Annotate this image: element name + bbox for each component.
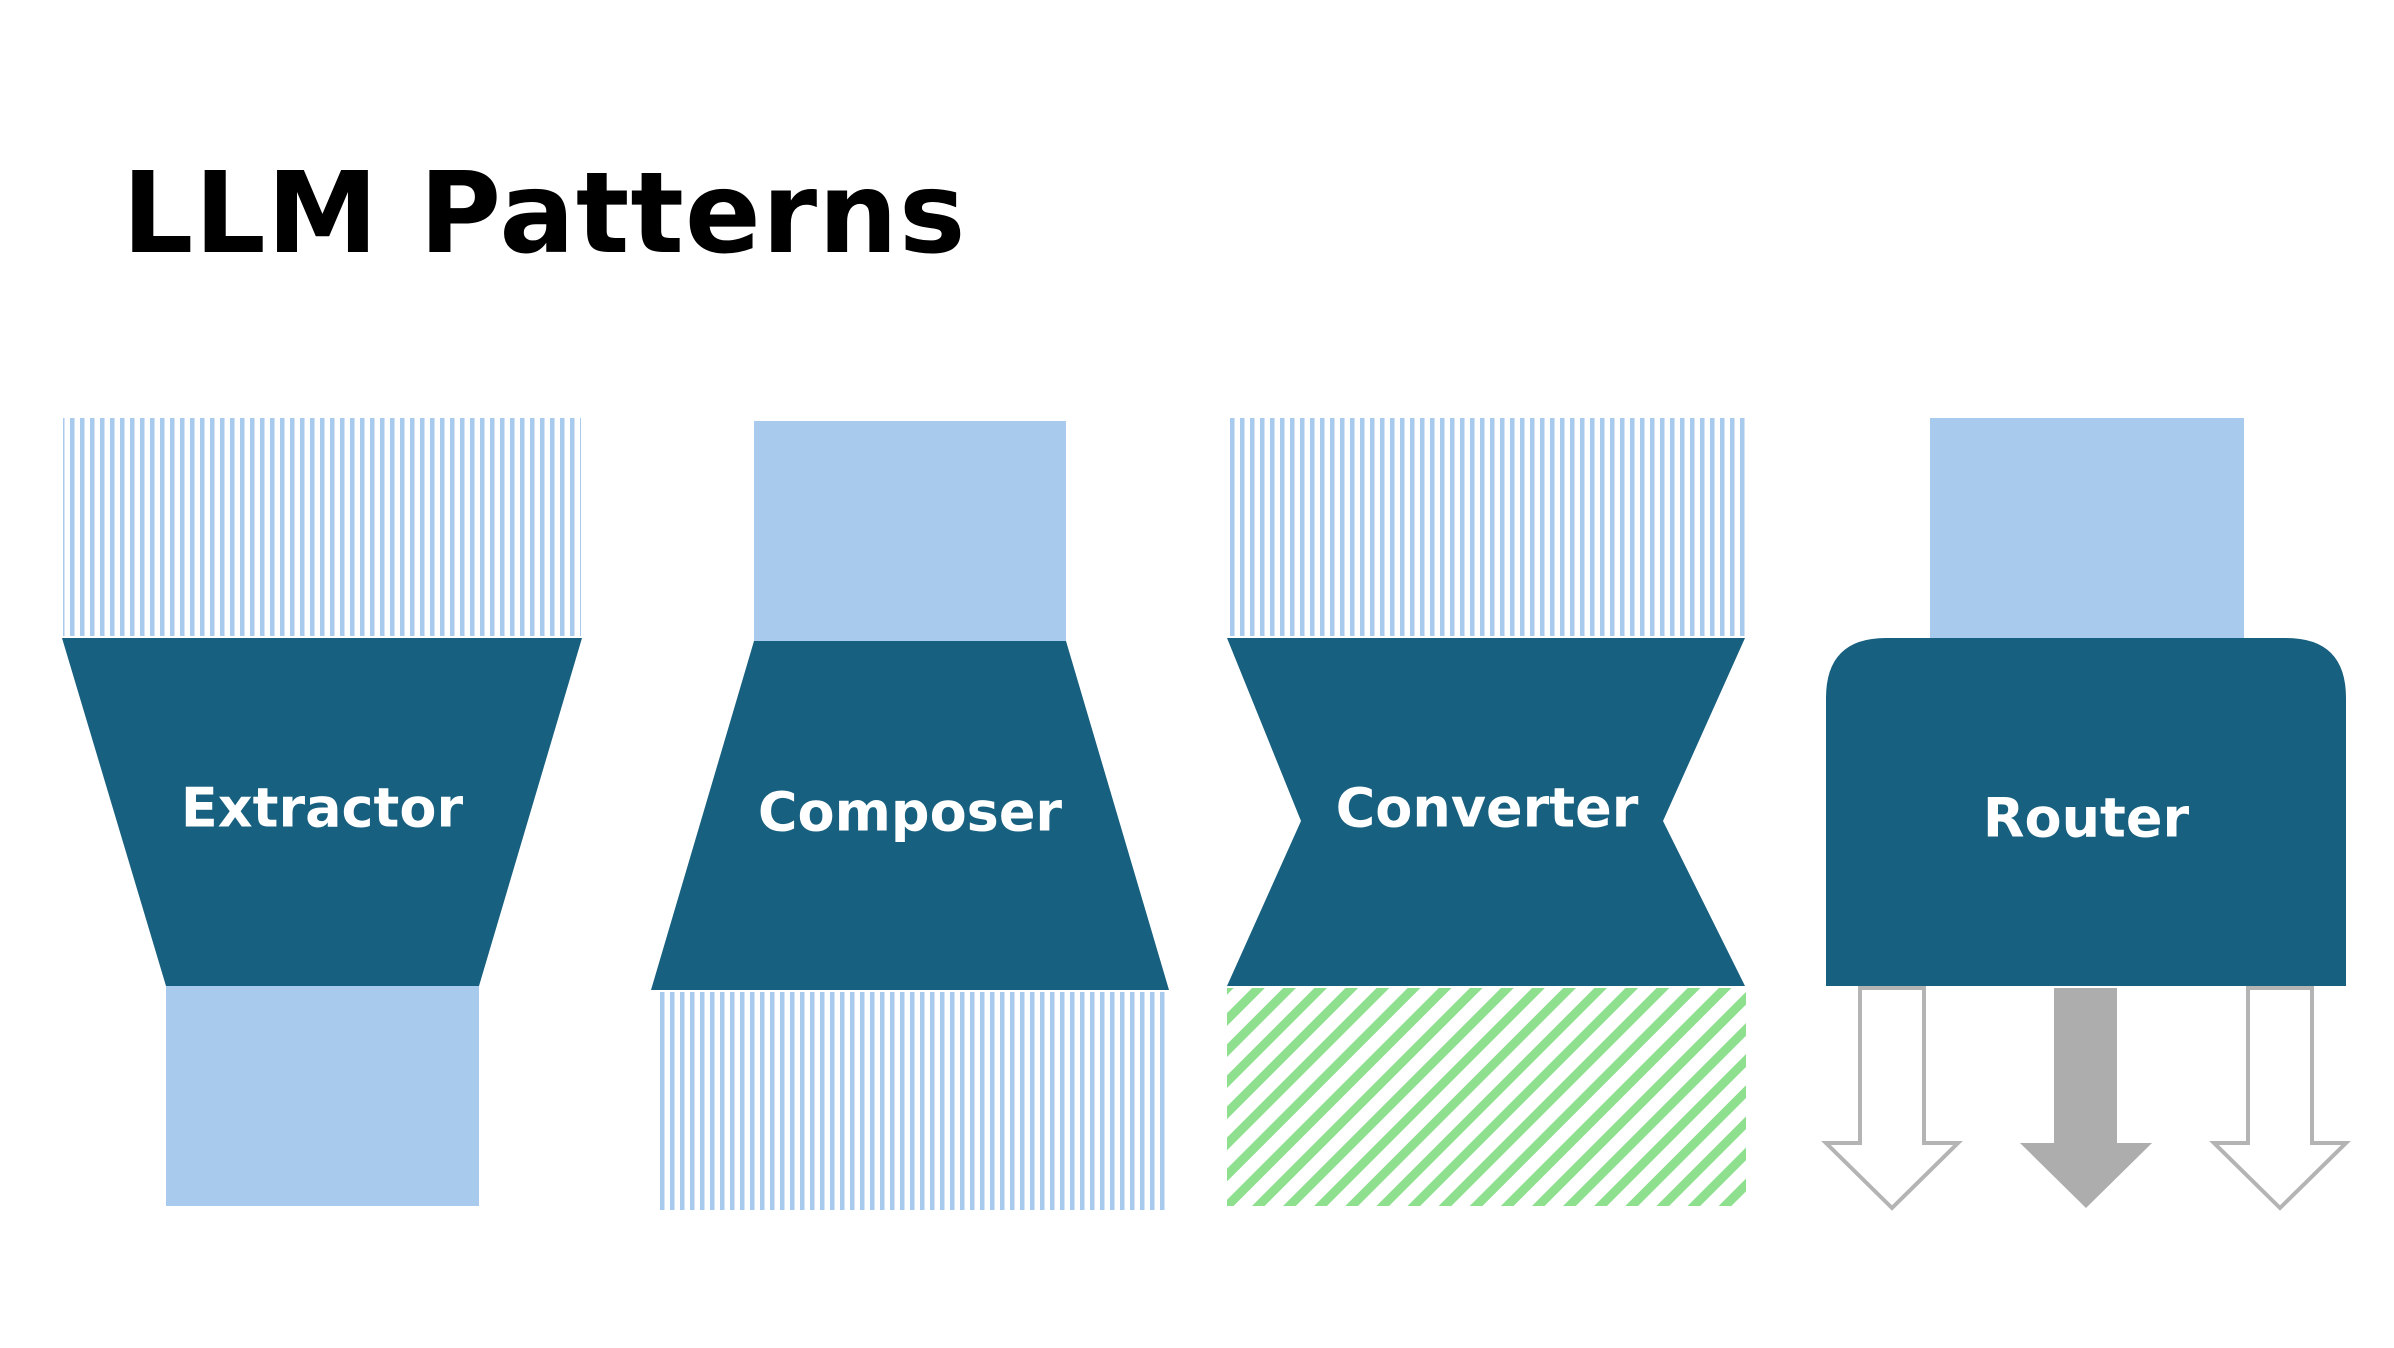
converter-pattern: Converter [1227,418,1746,1206]
router-arrow-center [2020,988,2152,1208]
converter-input-block [1228,418,1745,636]
router-arrow-left [1821,986,1963,1211]
composer-input-block [754,421,1066,641]
composer-label: Composer [758,781,1063,844]
extractor-output-block [166,986,479,1206]
extractor-label: Extractor [181,777,464,840]
extractor-pattern: Extractor [62,418,582,1206]
extractor-funnel-shape [62,638,582,986]
converter-label: Converter [1336,777,1639,840]
page-title: LLM Patterns [122,149,967,279]
converter-bowtie-shape [1227,638,1745,986]
router-label: Router [1983,787,2190,850]
router-input-block [1930,418,2244,640]
extractor-input-block [63,418,581,636]
router-arrow-right [2209,986,2351,1211]
router-pattern: Router [1821,418,2351,1211]
composer-expander-shape [651,641,1169,990]
converter-output-block [1227,988,1746,1206]
router-rounded-shape [1826,638,2346,986]
composer-output-block [657,992,1170,1210]
composer-pattern: Composer [651,421,1170,1210]
